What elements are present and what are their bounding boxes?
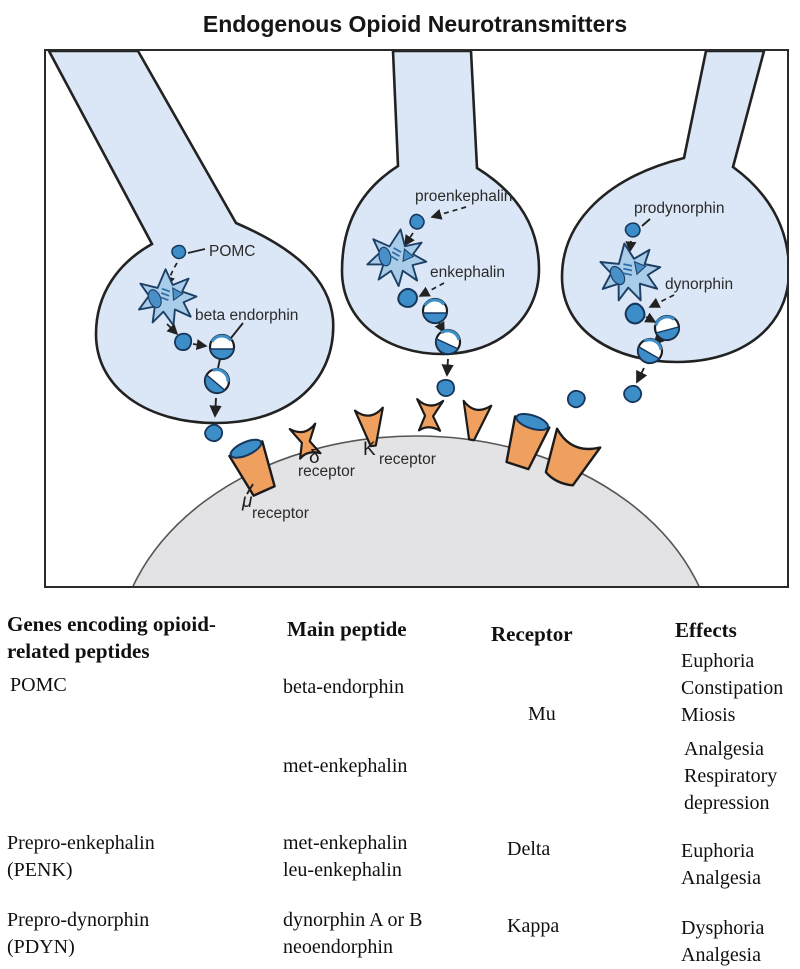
table-header-receptor: Receptor [491, 622, 573, 646]
blob-to-organelle-arrow-mid [404, 232, 415, 247]
effect-dysphoria: Dysphoria [681, 917, 765, 939]
cell-peptide-met-enkephalin-1: met-enkephalin [283, 755, 408, 777]
delta-receptor-label: receptor [298, 463, 355, 480]
blob-to-vesicle-arrow-right [644, 312, 657, 323]
enkephalin-label: enkephalin [430, 264, 505, 281]
mu-receptor-label: receptor [252, 505, 309, 522]
blob-to-vesicle-arrow-left [192, 339, 208, 351]
gene-penk-line1: Prepro-enkephalin [7, 832, 155, 854]
prodynorphin-label: prodynorphin [634, 200, 724, 217]
released-blob-right [622, 383, 644, 405]
receptor-shape-4 [413, 398, 445, 433]
enkephalin-pointer [418, 282, 445, 297]
header-genes-line2: related peptides [7, 639, 150, 663]
pomc-blob [171, 244, 187, 260]
cell-receptor-kappa: Kappa [507, 915, 560, 937]
gene-pdyn-line2: (PDYN) [7, 936, 75, 958]
released-blob-left [202, 421, 226, 445]
release-arrow-left [209, 397, 222, 418]
cell-effects-delta: Euphoria Analgesia [681, 838, 761, 892]
proenkephalin-arrow [430, 206, 467, 220]
prodynorphin-blob [624, 222, 641, 238]
release-arrow-mid [441, 358, 454, 377]
released-blob-mid [434, 376, 457, 399]
cell-receptor-mu: Mu [528, 703, 556, 725]
vesicle-link-mid [434, 321, 445, 334]
effect-euphoria: Euphoria [681, 650, 755, 672]
peptide-neoendorphin: neoendorphin [283, 936, 393, 958]
pomc-to-organelle-arrow [164, 262, 178, 288]
kappa-receptor-label: receptor [379, 451, 436, 468]
blob-to-organelle-arrow-right [625, 240, 637, 253]
delta-symbol: δ [309, 447, 320, 468]
dynorphin-pointer [648, 294, 675, 308]
page-title: Endogenous Opioid Neurotransmitters [202, 11, 628, 37]
gene-penk-line2: (PENK) [7, 859, 73, 881]
opioid-diagram: POMC beta endorphin proenkephalin enkeph… [47, 51, 787, 586]
organelle-to-blob-arrow-left [166, 323, 179, 336]
pomc-pointer-line [187, 248, 206, 254]
cell-gene-pomc: POMC [10, 674, 67, 696]
mu-tick [246, 483, 254, 495]
pomc-label: POMC [209, 243, 256, 260]
effect-constipation: Constipation [681, 677, 784, 699]
cell-effects-kappa: Dysphoria Analgesia [681, 915, 764, 969]
cell-peptide-beta-endorphin: beta-endorphin [283, 676, 405, 698]
gene-pdyn-line1: Prepro-dynorphin [7, 909, 150, 931]
mu-symbol: μ [241, 491, 253, 512]
presynaptic-neuron-proenkephalin [340, 51, 541, 356]
prodynorphin-pointer [641, 218, 651, 227]
peptide-dynorphin-a-b: dynorphin A or B [283, 909, 423, 931]
table-header-effects: Effects [675, 618, 737, 642]
table-header-main-peptide: Main peptide [287, 617, 407, 641]
peptide-leu-enkephalin: leu-enkephalin [283, 859, 402, 881]
peptide-met-enkephalin-2: met-enkephalin [283, 832, 408, 854]
beta-endorphin-pointer [230, 322, 244, 339]
vesicle-left-1 [208, 333, 236, 361]
presynaptic-neuron-pomc [47, 51, 335, 425]
effect-analgesia-mu: Analgesia [684, 738, 764, 760]
cell-peptides-pdyn: dynorphin A or B neoendorphin [283, 907, 422, 961]
cell-gene-pdyn: Prepro-dynorphin (PDYN) [7, 907, 149, 961]
receptor-shape-5 [456, 399, 493, 444]
kappa-symbol: K [363, 439, 376, 460]
cell-effects-mu-group1: Euphoria Constipation Miosis [681, 648, 783, 729]
vesicle-link-left [217, 358, 221, 369]
cell-receptor-delta: Delta [507, 838, 551, 860]
table-header-genes: Genes encoding opioid- related peptides [7, 611, 216, 665]
effect-miosis: Miosis [681, 704, 736, 726]
cell-effects-mu-group2: Analgesia Respiratory depression [684, 736, 777, 817]
released-blob-right-2 [563, 386, 589, 412]
cell-gene-penk: Prepro-enkephalin (PENK) [7, 830, 155, 884]
release-arrow-right [636, 367, 648, 384]
proenkephalin-label: proenkephalin [415, 188, 512, 205]
diagram-frame: POMC beta endorphin proenkephalin enkeph… [44, 49, 789, 588]
beta-endorphin-label: beta endorphin [195, 307, 298, 324]
cell-peptides-penk: met-enkephalin leu-enkephalin [283, 830, 407, 884]
dynorphin-label: dynorphin [665, 276, 733, 293]
effect-analgesia-kappa: Analgesia [681, 944, 761, 966]
effect-depression: depression [684, 792, 770, 814]
effect-respiratory: Respiratory [684, 765, 778, 787]
header-genes-line1: Genes encoding opioid- [7, 612, 216, 636]
effect-euphoria-delta: Euphoria [681, 840, 755, 862]
vesicle-mid-1 [421, 297, 449, 325]
effect-analgesia-delta: Analgesia [681, 867, 761, 889]
